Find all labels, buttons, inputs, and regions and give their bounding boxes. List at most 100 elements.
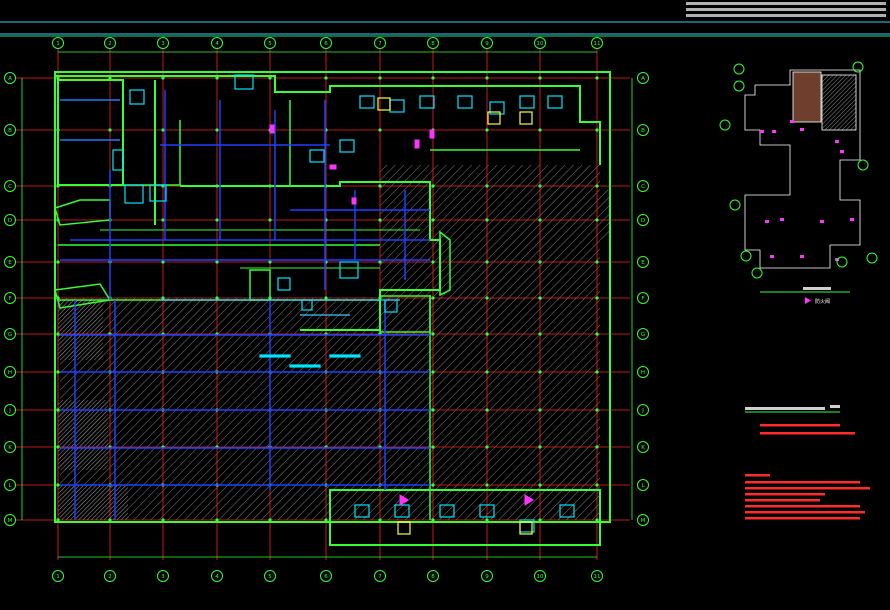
top-axis-bubble (157, 37, 169, 49)
structural-column (431, 76, 435, 80)
structural-column (485, 370, 489, 374)
structural-column (595, 370, 599, 374)
left-axis-label: M (8, 518, 13, 524)
top-axis-bubble (374, 37, 386, 49)
bottom-axis-bubble (157, 570, 169, 582)
top-axis-label: 7 (378, 41, 382, 47)
left-axis-label: C (8, 184, 12, 190)
right-axis-label: L (641, 483, 645, 489)
left-axis-label: E (8, 260, 12, 266)
top-axis-label: 1 (56, 41, 60, 47)
design-notes-block (745, 405, 870, 520)
structural-column (595, 218, 599, 222)
structural-column (268, 76, 272, 80)
structural-column (56, 483, 60, 487)
top-axis-bubble (534, 37, 546, 49)
left-axis-bubble (4, 514, 16, 526)
structural-column (56, 408, 60, 412)
structural-column (538, 184, 542, 188)
structural-column (215, 128, 219, 132)
title-block-text (686, 2, 886, 17)
top-axis-label: 2 (108, 41, 112, 47)
structural-column (215, 260, 219, 264)
structural-column (595, 296, 599, 300)
drawing-frame (0, 21, 890, 37)
structural-column (595, 445, 599, 449)
structural-column (538, 260, 542, 264)
right-axis-label: D (641, 218, 645, 224)
structural-column (431, 445, 435, 449)
structural-column (431, 260, 435, 264)
right-axis-label: F (641, 296, 644, 302)
magenta-triangle-marker-icon (805, 297, 811, 304)
structural-column (378, 260, 382, 264)
left-axis-bubble (4, 214, 16, 226)
structural-column (161, 128, 165, 132)
bottom-axis-bubble (52, 570, 64, 582)
structural-column (595, 408, 599, 412)
structural-column (538, 518, 542, 522)
right-axis-label: H (641, 370, 645, 376)
structural-column (161, 518, 165, 522)
structural-column (538, 128, 542, 132)
structural-column (268, 218, 272, 222)
bottom-axis-bubble (211, 570, 223, 582)
left-axis-bubble (4, 72, 16, 84)
bottom-axis-label: 3 (161, 574, 165, 580)
structural-column (538, 76, 542, 80)
top-axis-label: 4 (215, 41, 219, 47)
structural-column (215, 518, 219, 522)
top-axis-label: 6 (324, 41, 328, 47)
structural-column (161, 218, 165, 222)
top-axis-label: 5 (268, 41, 272, 47)
structural-column (485, 445, 489, 449)
structural-column (538, 296, 542, 300)
right-axis-bubble (637, 328, 649, 340)
structural-column (161, 296, 165, 300)
bottom-axis-label: 9 (485, 574, 489, 580)
bottom-axis-bubble (320, 570, 332, 582)
left-axis-label: A (8, 76, 12, 82)
bottom-axis-label: 4 (215, 574, 219, 580)
structural-column (378, 76, 382, 80)
structural-column (161, 260, 165, 264)
right-axis-bubble (637, 292, 649, 304)
bottom-axis-label: 11 (594, 574, 601, 580)
left-axis-label: H (8, 370, 12, 376)
top-axis-bubble (52, 37, 64, 49)
structural-column (324, 296, 328, 300)
structural-column (56, 370, 60, 374)
bottom-axis-bubble (427, 570, 439, 582)
left-axis-label: B (8, 128, 12, 134)
structural-column (431, 370, 435, 374)
structural-column (485, 518, 489, 522)
structural-column (485, 483, 489, 487)
right-axis-bubble (637, 479, 649, 491)
left-axis-label: F (8, 296, 11, 302)
right-axis-bubble (637, 214, 649, 226)
right-axis-bubble (637, 404, 649, 416)
structural-column (324, 518, 328, 522)
structural-column (595, 128, 599, 132)
legend-marker-label: 防火阀 (815, 298, 830, 305)
bottom-axis-label: 1 (56, 574, 60, 580)
top-axis-bubble (264, 37, 276, 49)
left-axis-label: L (8, 483, 12, 489)
structural-column (268, 260, 272, 264)
top-axis-bubble (211, 37, 223, 49)
top-axis-bubble (320, 37, 332, 49)
structural-column (595, 184, 599, 188)
structural-column (485, 184, 489, 188)
right-axis-label: J (641, 408, 644, 414)
left-axis-bubble (4, 441, 16, 453)
structural-column (595, 483, 599, 487)
right-axis-bubble (637, 514, 649, 526)
pipe-network (60, 90, 430, 520)
left-axis-bubble (4, 404, 16, 416)
structural-column (431, 483, 435, 487)
bottom-axis-bubble (481, 570, 493, 582)
top-axis-bubble (481, 37, 493, 49)
top-axis-label: 3 (161, 41, 165, 47)
